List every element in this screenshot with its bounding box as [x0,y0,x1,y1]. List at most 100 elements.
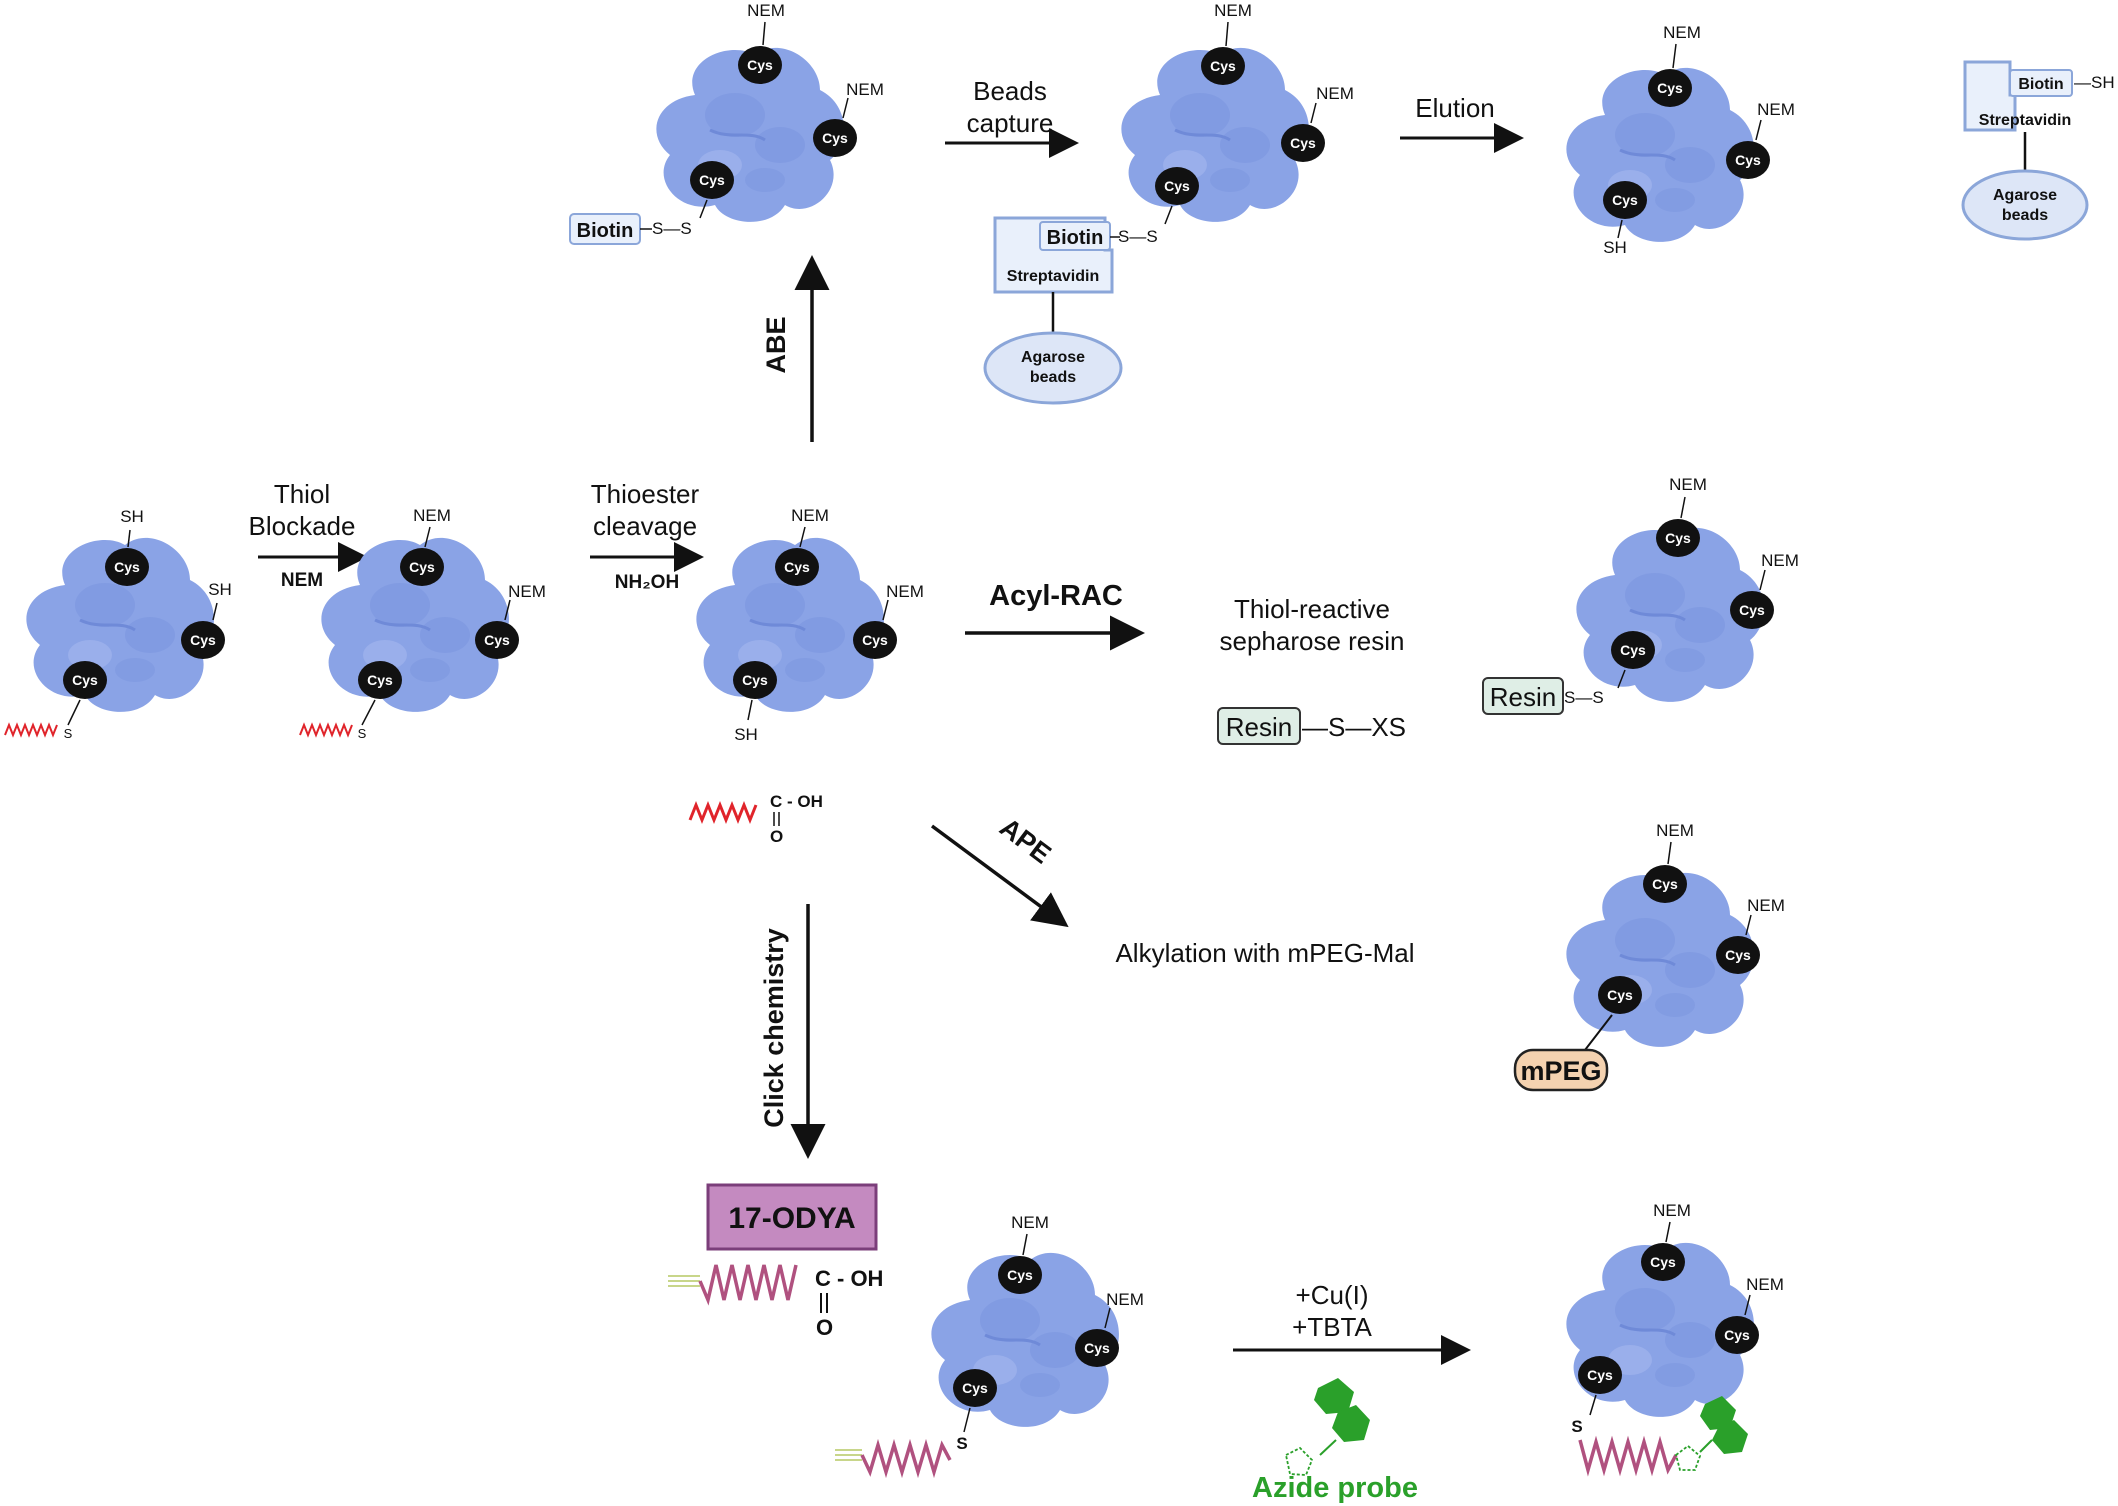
svg-text:Cys: Cys [1725,947,1751,963]
svg-text:—SH: —SH [2074,73,2115,92]
svg-text:Cys: Cys [367,672,393,688]
svg-text:S: S [956,1434,967,1453]
svg-text:Cys: Cys [484,632,510,648]
protein-nem-blocked: Cys NEM Cys NEM Cys S [299,506,546,741]
arrow-abe: ABE [761,255,830,442]
protein-resin-bound: Cys NEM Cys NEM Cys S—S Resin [1482,475,1799,715]
svg-text:Cys: Cys [1007,1267,1033,1283]
svg-text:NEM: NEM [413,506,451,525]
arrow-acyl-rac: Acyl-RAC [965,580,1145,651]
svg-text:NEM: NEM [1656,821,1694,840]
svg-text:Cys: Cys [409,559,435,575]
svg-text:Azide probe: Azide probe [1252,1472,1418,1504]
svg-text:NH₂OH: NH₂OH [615,572,679,593]
svg-text:Cys: Cys [962,1380,988,1396]
svg-text:NEM: NEM [1663,23,1701,42]
svg-text:S—S: S—S [1118,227,1158,246]
svg-text:NEM: NEM [1011,1213,1049,1232]
svg-text:Cys: Cys [1652,876,1678,892]
svg-text:Cys: Cys [862,632,888,648]
svg-text:Cys: Cys [1739,602,1765,618]
svg-text:Click chemistry: Click chemistry [759,928,789,1128]
svg-text:sepharose resin: sepharose resin [1220,626,1405,656]
svg-text:Cys: Cys [1290,135,1316,151]
svg-text:NEM: NEM [1653,1201,1691,1220]
svg-text:SH: SH [1603,238,1627,257]
arrow-elution: Elution [1400,93,1524,153]
svg-text:S: S [358,726,367,741]
arrow-thioester-cleavage: Thioester cleavage NH₂OH [590,479,704,593]
svg-text:S—S: S—S [652,219,692,238]
svg-text:Cys: Cys [1587,1367,1613,1383]
svg-text:ABE: ABE [761,316,791,373]
svg-text:mPEG: mPEG [1520,1056,1601,1086]
svg-text:Cys: Cys [1665,530,1691,546]
svg-text:beads: beads [1030,369,1076,386]
svg-text:NEM: NEM [886,582,924,601]
svg-text:Biotin: Biotin [1047,227,1104,249]
beads-free: Biotin —SH Streptavidin Agarose beads [1961,60,2115,241]
svg-text:C - OH: C - OH [815,1266,883,1291]
svg-text:Cys: Cys [742,672,768,688]
svg-text:NEM: NEM [846,80,884,99]
svg-text:SH: SH [208,580,232,599]
svg-text:—S—XS: —S—XS [1302,712,1406,742]
svg-text:Cys: Cys [1620,642,1646,658]
protein-mpeg: Cys NEM Cys NEM Cys mPEG [1513,821,1785,1092]
svg-text:capture: capture [967,108,1054,138]
svg-text:NEM: NEM [281,570,323,591]
svg-text:NEM: NEM [1757,100,1795,119]
protein-click-labeled: Cys NEM Cys NEM Cys S [1564,1201,1784,1477]
svg-text:O: O [770,827,783,846]
svg-text:C - OH: C - OH [770,792,823,811]
svg-text:NEM: NEM [508,582,546,601]
alkylation-label: Alkylation with mPEG-Mal [1115,938,1414,968]
protein-odya-labeled: Cys NEM Cys NEM Cys S [835,1213,1144,1479]
protein-initial: Cys SH Cys SH Cys S [4,507,232,741]
svg-text:Streptavidin: Streptavidin [1007,268,1099,285]
svg-text:beads: beads [2002,207,2048,224]
svg-text:APE: APE [994,812,1056,869]
svg-text:Cys: Cys [1084,1340,1110,1356]
arrow-beads-capture: Beads capture [945,76,1079,158]
svg-text:SH: SH [734,725,758,744]
svg-text:Agarose: Agarose [1993,187,2057,204]
svg-text:Cys: Cys [747,57,773,73]
svg-text:Cys: Cys [72,672,98,688]
svg-text:Thiol-reactive: Thiol-reactive [1234,594,1390,624]
svg-text:Cys: Cys [190,632,216,648]
protein-eluted: Cys NEM Cys NEM Cys SH [1564,23,1795,257]
svg-text:NEM: NEM [1747,896,1785,915]
svg-text:Thiol: Thiol [274,479,330,509]
svg-text:Cys: Cys [784,559,810,575]
svg-text:Acyl-RAC: Acyl-RAC [989,580,1123,612]
svg-text:Cys: Cys [1657,80,1683,96]
svg-text:Cys: Cys [114,559,140,575]
svg-text:S—S: S—S [1564,688,1604,707]
svg-text:NEM: NEM [1316,84,1354,103]
svg-text:Cys: Cys [1612,192,1638,208]
svg-text:NEM: NEM [1106,1290,1144,1309]
odya-reagent: 17-ODYA C - OH O [668,1183,883,1340]
svg-text:Thioester: Thioester [591,479,700,509]
svg-text:SH: SH [120,507,144,526]
svg-text:NEM: NEM [1761,551,1799,570]
protein-cleaved: Cys NEM Cys NEM Cys SH [694,506,924,744]
azide-probe: Azide probe [1252,1378,1418,1504]
svg-text:S: S [64,726,73,741]
resin-reagent: Thiol-reactive sepharose resin Resin —S—… [1217,594,1406,745]
svg-text:+Cu(I): +Cu(I) [1296,1280,1369,1310]
svg-text:cleavage: cleavage [593,511,697,541]
svg-text:Elution: Elution [1415,93,1495,123]
svg-text:NEM: NEM [1214,1,1252,20]
svg-text:Agarose: Agarose [1021,349,1085,366]
protein-biotinylated: Cys NEM Cys NEM Cys S—S Biotin [569,1,884,245]
svg-text:O: O [816,1315,833,1340]
svg-text:Cys: Cys [1735,152,1761,168]
svg-text:Cys: Cys [1210,58,1236,74]
svg-text:Blockade: Blockade [249,511,356,541]
svg-text:Resin: Resin [1226,712,1292,742]
svg-text:Biotin: Biotin [2018,76,2063,93]
arrow-click-chemistry: Click chemistry [759,904,826,1159]
